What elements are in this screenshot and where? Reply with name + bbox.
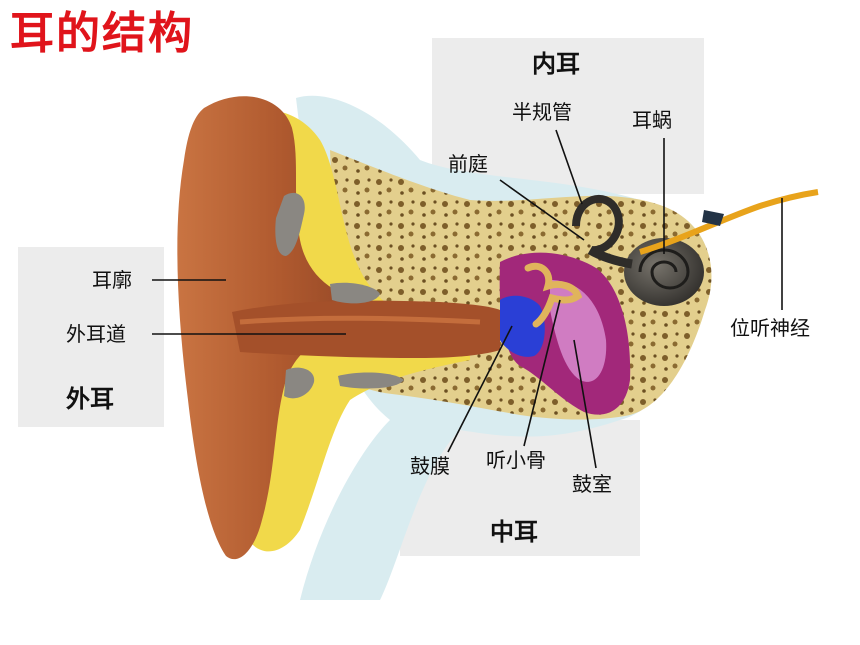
label-tympanic-cavity: 鼓室: [572, 472, 612, 496]
label-cochlea: 耳蜗: [632, 108, 672, 132]
label-auricle: 耳廓: [92, 268, 132, 292]
leader-semicircular: [555, 129, 583, 205]
eardrum-membrane: [500, 295, 545, 357]
outer-ear-label: 外耳: [66, 385, 114, 413]
leader-ossicles: [523, 299, 561, 447]
vestibule-tube: [587, 246, 633, 269]
label-vestibulocochlear-nerve: 位听神经: [730, 316, 810, 340]
outer-ear-region: 外耳: [18, 247, 164, 427]
cochlea-shell: [624, 238, 704, 306]
inner-ear-structures: [572, 194, 704, 306]
middle-ear-label: 中耳: [490, 518, 538, 546]
ear-canal-highlight: [239, 315, 481, 325]
leader-eardrum: [447, 325, 513, 453]
label-semicircular-canals: 半规管: [512, 100, 572, 124]
bone-blob: [284, 367, 315, 399]
inner-ear-label: 内耳: [532, 50, 580, 78]
cochlea-spiral: [638, 248, 690, 290]
bone-blob: [330, 282, 380, 304]
label-eardrum: 鼓膜: [410, 454, 450, 478]
ear-canal-tube: [232, 300, 500, 358]
label-vestibule: 前庭: [448, 152, 488, 176]
leader-vestibule: [499, 179, 585, 241]
label-ossicles: 听小骨: [486, 448, 546, 472]
middle-ear-cavity-inner: [550, 280, 607, 382]
ossicles-chain: [524, 262, 583, 328]
inner-ear-region: 内耳: [432, 38, 704, 194]
leader-tympanic: [573, 339, 597, 469]
label-ear-canal: 外耳道: [66, 322, 126, 346]
nerve-cut-end: [702, 210, 724, 226]
semicircular-canals: [572, 194, 623, 255]
bone-blob: [338, 372, 404, 389]
vestibulocochlear-nerve-fiber: [639, 189, 819, 255]
bone-blob: [275, 192, 305, 256]
slide-title: 耳的结构: [10, 8, 194, 59]
